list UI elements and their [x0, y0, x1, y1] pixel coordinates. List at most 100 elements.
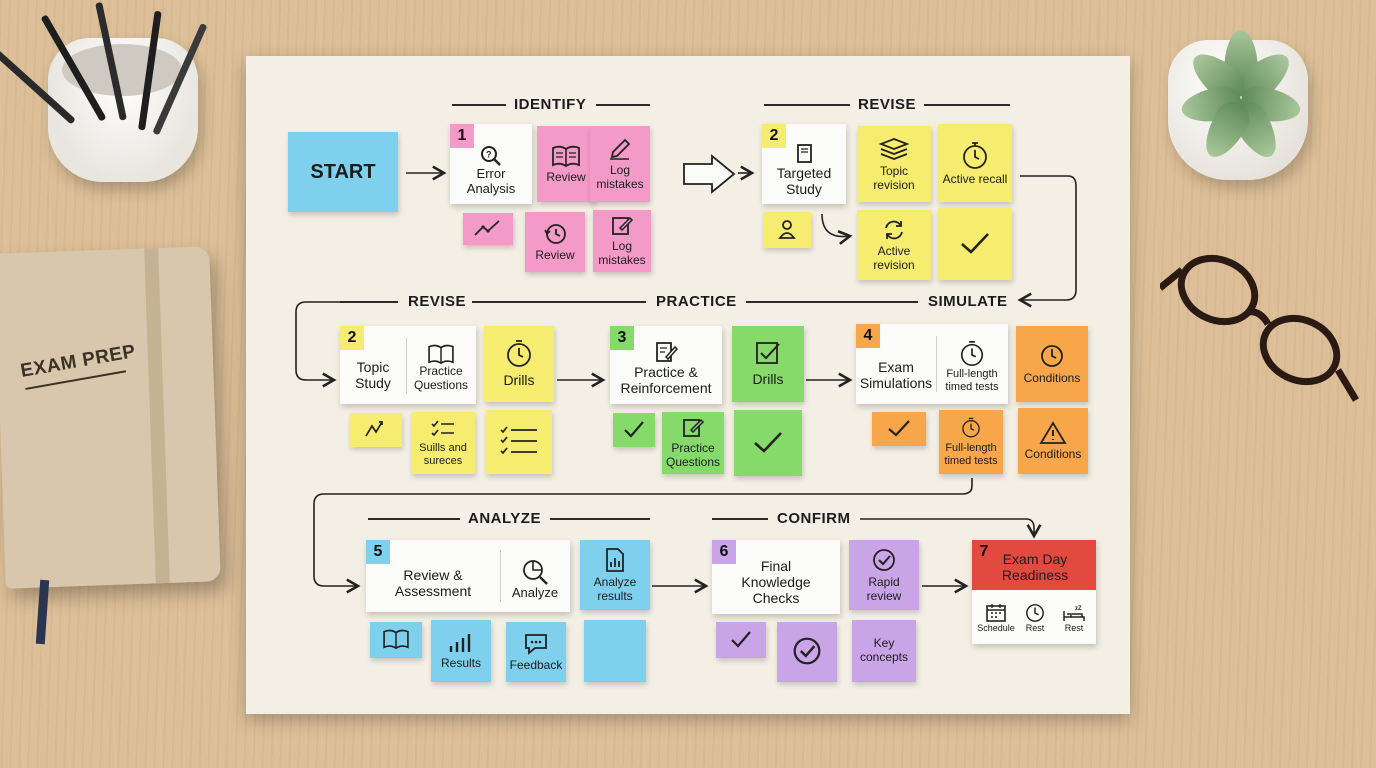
- step5-feedback-note: Feedback: [506, 622, 566, 682]
- strategy-icon: [365, 420, 383, 436]
- step4-conditions-label: Conditions: [1023, 370, 1081, 385]
- step5-results-label: Results: [440, 655, 481, 670]
- checkbox-icon: [756, 342, 780, 365]
- step1-review-label: Review: [546, 169, 586, 184]
- edit-document-icon: [656, 342, 679, 362]
- step2-targeted-card: 2 Targeted Study: [762, 124, 846, 204]
- clock-icon: [1026, 603, 1044, 622]
- trend-chart-note: [463, 213, 513, 245]
- stacked-books-icon: [878, 137, 910, 160]
- stopwatch-icon: [960, 341, 984, 367]
- step1-main: ? Error Analysis: [450, 138, 532, 204]
- warning-icon: [1039, 420, 1067, 444]
- section-analyze: ANALYZE: [468, 510, 541, 527]
- step6-key-label: Key concepts: [859, 636, 909, 664]
- step4-title: Exam Simulations: [859, 358, 933, 391]
- arrow-revise-down: [1017, 175, 1077, 308]
- stopwatch-icon: [962, 417, 980, 438]
- stopwatch-icon: [507, 340, 531, 368]
- step3-drills-note: Drills: [732, 326, 804, 402]
- magnifier-question-icon: ?: [481, 146, 501, 166]
- pencil-icon: [610, 138, 631, 160]
- step7-schedule-label: Schedule: [977, 622, 1015, 633]
- step3-main: Practice & Reinforcement: [610, 332, 722, 404]
- book-note-blue: [370, 622, 422, 658]
- open-book-icon: [428, 344, 454, 365]
- check-note-yellow: [938, 208, 1012, 280]
- step5-title: Review & Assessment: [394, 566, 472, 599]
- row2-rule-a: [340, 301, 398, 303]
- step1-card: 1 ? Error Analysis: [450, 124, 532, 204]
- schedule-cell: Schedule: [974, 596, 1018, 640]
- checklist-icon: [431, 420, 454, 437]
- list-icon: [500, 425, 537, 454]
- list-note: [486, 410, 552, 474]
- card-divider: [936, 336, 937, 392]
- arrow-confirm-to-step7: [860, 518, 1042, 539]
- fulllength-cell: Full-length timed tests: [936, 330, 1008, 404]
- open-book-icon: [383, 629, 409, 649]
- step2-targeted-title: Targeted Study: [776, 164, 832, 197]
- edit-note-icon: [683, 418, 705, 437]
- identify-rule-right: [596, 104, 650, 106]
- step5-analyze-label: Analyze: [511, 584, 559, 600]
- step3-title: Practice & Reinforcement: [620, 363, 712, 396]
- card-divider: [406, 338, 407, 394]
- svg-text:zZ: zZ: [1075, 606, 1082, 612]
- analyze-rule-right: [550, 518, 650, 520]
- step4-conditions2-note: Conditions: [1018, 408, 1088, 474]
- refresh-icon: [885, 220, 903, 240]
- step7-rest2-label: Rest: [1064, 622, 1084, 633]
- check-circle-icon: [873, 548, 895, 571]
- step2-recall-note: Active recall: [938, 124, 1012, 202]
- step1-title: Error Analysis: [466, 166, 516, 196]
- revise-top-rule-right: [924, 104, 1010, 106]
- step1-review2-note: Review: [525, 212, 585, 272]
- step4-fulllength-label: Full-length timed tests: [945, 368, 999, 393]
- checkmark-icon: [961, 232, 989, 254]
- check-note-green-small: [613, 413, 655, 447]
- step5-main: Review & Assessment: [366, 554, 500, 612]
- section-practice: PRACTICE: [656, 293, 737, 310]
- report-icon: [606, 547, 624, 572]
- step2-recall-label: Active recall: [942, 171, 1008, 186]
- step3-card: 3 Practice & Reinforcement: [610, 326, 722, 404]
- start-note: START: [288, 132, 398, 212]
- step4-fulllength2-label: Full-length timed tests: [944, 441, 998, 467]
- step3-questions-note: Practice Questions: [662, 412, 724, 474]
- step2-drills-label: Drills: [503, 372, 535, 389]
- checkmark-icon: [888, 419, 910, 437]
- check-note-orange: [872, 412, 926, 446]
- step6-badge: 6: [712, 540, 736, 564]
- step2-questions-label: Practice Questions: [413, 364, 469, 392]
- section-revise-mid: REVISE: [408, 293, 467, 310]
- step4-badge: 4: [856, 324, 880, 348]
- person-icon: [778, 219, 796, 239]
- analyze-cell: Analyze: [500, 546, 570, 612]
- step3-badge: 3: [610, 326, 634, 350]
- arrow-row3-return: [313, 478, 973, 594]
- step6-rapid-label: Rapid review: [866, 574, 902, 603]
- section-identify: IDENTIFY: [514, 96, 587, 113]
- big-hollow-arrow: [683, 154, 736, 194]
- step1-review2-label: Review: [535, 247, 575, 262]
- bed-sleep-icon: zZ: [1063, 606, 1085, 621]
- step7-badge: 7: [972, 540, 996, 564]
- step2-topic-title: Topic Study: [355, 358, 391, 391]
- section-simulate: SIMULATE: [928, 293, 1008, 310]
- step5-results-sticky: Results: [431, 620, 491, 682]
- analysis-magnifier-icon: [523, 559, 548, 585]
- strategy-note: [350, 413, 402, 447]
- step4-card: 4 Exam Simulations Full-length timed tes…: [856, 324, 1008, 404]
- bar-chart-icon: [449, 633, 471, 652]
- history-clock-icon: [544, 223, 566, 244]
- step2-topic-note: Topic revision: [857, 126, 931, 202]
- step5-badge: 5: [366, 540, 390, 564]
- check-circle-note-purple: [777, 622, 837, 682]
- step1-log-label: Log mistakes: [596, 162, 644, 191]
- step2-topic-main: Topic Study: [340, 346, 406, 404]
- step1-log2-note: Log mistakes: [593, 210, 651, 272]
- stopwatch-icon: [963, 141, 987, 169]
- check-note-green-large: [734, 410, 802, 476]
